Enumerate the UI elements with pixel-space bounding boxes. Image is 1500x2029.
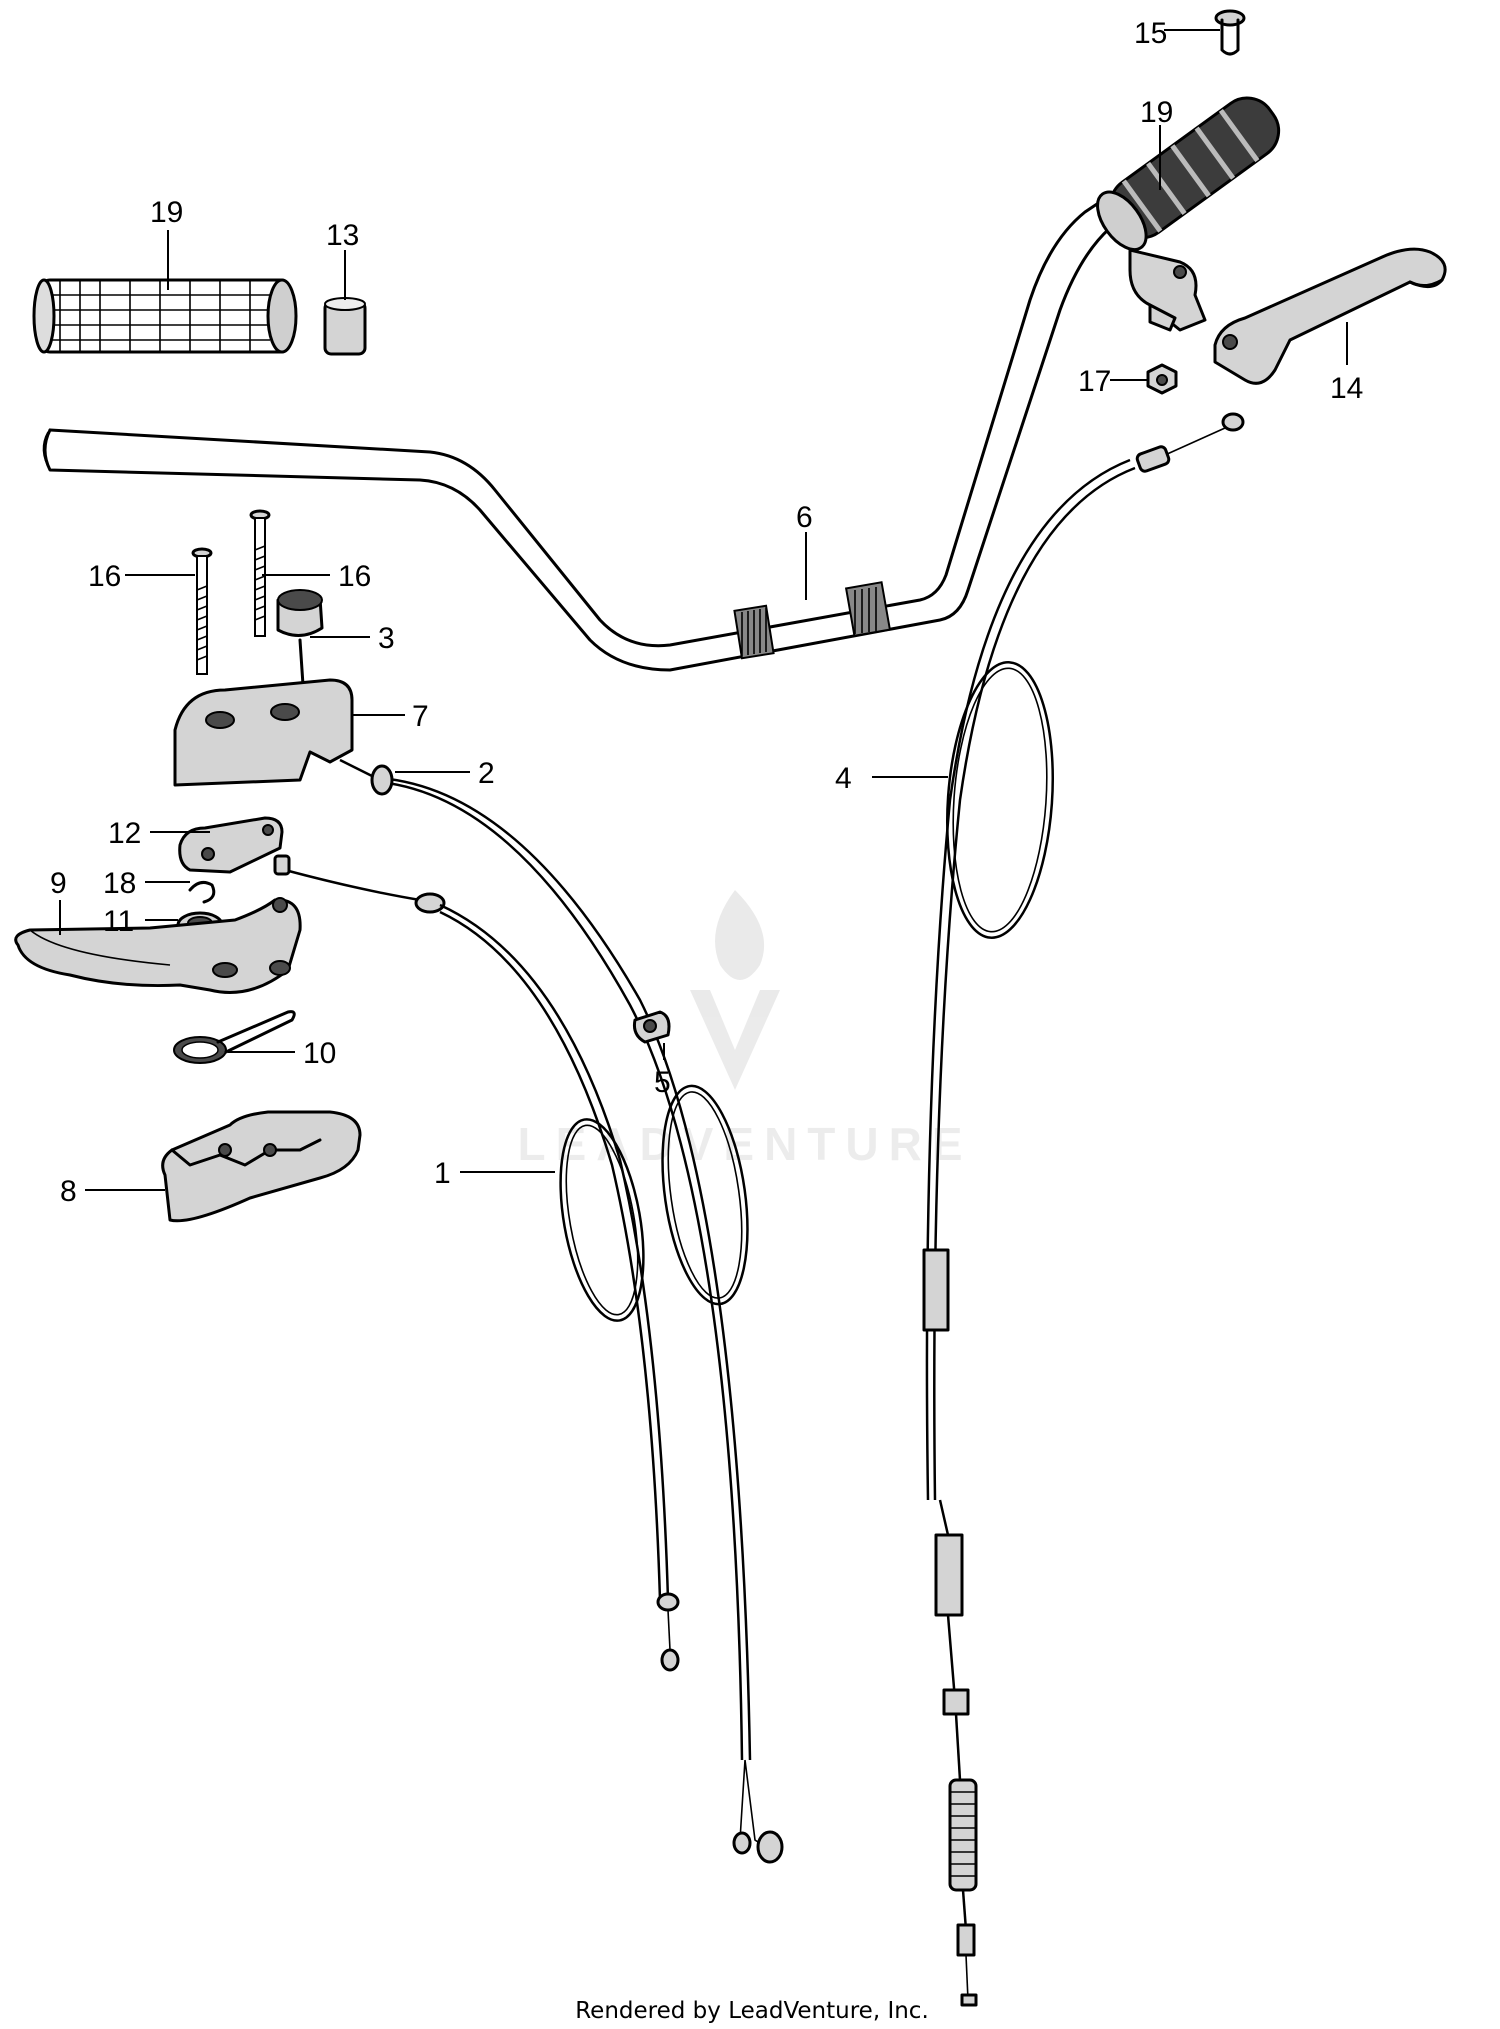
callout-8: 8 <box>60 1175 77 1208</box>
footer-credit: Rendered by LeadVenture, Inc. <box>575 1998 929 2024</box>
spring-clip-part-10 <box>173 1010 296 1064</box>
callout-10: 10 <box>303 1037 336 1070</box>
plate-part-12 <box>178 816 284 874</box>
callout-1: 1 <box>434 1157 451 1190</box>
cable-part-2 <box>370 764 784 1864</box>
grip-left-part-19 <box>32 278 298 354</box>
callout-4: 4 <box>835 762 852 795</box>
cable-part-4 <box>922 412 1245 2007</box>
leader-lines <box>59 29 1348 1191</box>
callout-16-right: 16 <box>338 560 371 593</box>
callout-9: 9 <box>50 867 67 900</box>
grip-right-part-19 <box>1096 96 1281 251</box>
cable-clamp-part-5 <box>633 1010 671 1044</box>
callouts: 15 19 19 13 17 14 6 16 16 3 7 2 4 12 18 … <box>50 17 1363 1208</box>
callout-5: 5 <box>654 1066 671 1099</box>
callout-17: 17 <box>1078 365 1111 398</box>
bolt-part-15 <box>1214 9 1246 56</box>
callout-19-left: 19 <box>150 196 183 229</box>
callout-13: 13 <box>326 219 359 252</box>
handlebar-part-6 <box>42 200 1127 672</box>
callout-2: 2 <box>478 757 495 790</box>
lower-housing-part-8 <box>161 1110 362 1223</box>
callout-12: 12 <box>108 817 141 850</box>
cable-part-1 <box>273 854 680 1672</box>
watermark-logo <box>690 890 780 1090</box>
callout-3: 3 <box>378 622 395 655</box>
screw-right-part-16 <box>249 509 271 637</box>
upper-housing-part-7 <box>173 678 381 787</box>
handlebar-knurl-right <box>844 581 892 637</box>
callout-6: 6 <box>796 501 813 534</box>
callout-7: 7 <box>412 700 429 733</box>
left-lever-part-9 <box>14 897 302 994</box>
collar-part-13 <box>323 297 367 356</box>
clip-part-18 <box>188 880 216 904</box>
callout-18: 18 <box>103 867 136 900</box>
callout-19-right: 19 <box>1140 96 1173 129</box>
screw-left-part-16 <box>191 547 213 675</box>
cable-4-spring <box>948 1778 978 1892</box>
right-lever-bracket <box>1128 248 1207 332</box>
callout-14: 14 <box>1330 372 1363 405</box>
handlebar-knurl-left <box>733 604 775 660</box>
knob-part-3 <box>276 589 324 702</box>
nut-part-17 <box>1146 363 1178 395</box>
right-lever-part-14 <box>1213 247 1447 385</box>
callout-11: 11 <box>103 905 134 938</box>
callout-15: 15 <box>1134 17 1167 50</box>
callout-16-left: 16 <box>88 560 121 593</box>
